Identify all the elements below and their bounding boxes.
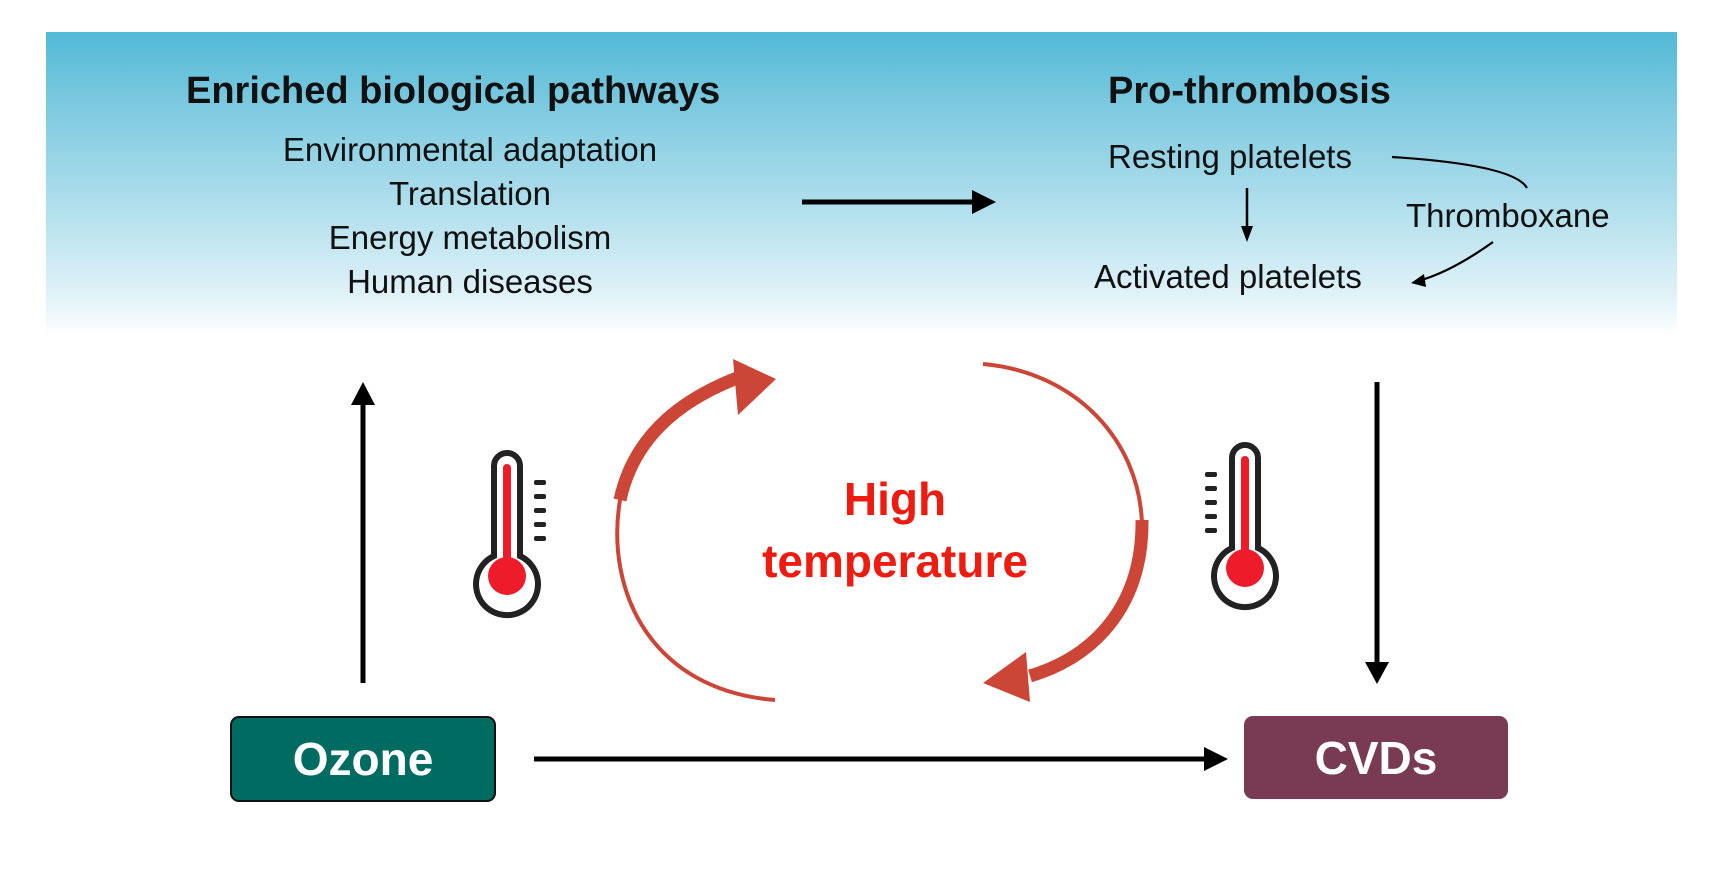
pathway-item: Human diseases: [347, 263, 593, 300]
pathways-heading: Enriched biological pathways: [186, 70, 721, 112]
activated-platelets-label: Activated platelets: [1094, 258, 1362, 295]
cvds-label: CVDs: [1314, 731, 1438, 784]
pathways-to-thrombosis-arrow: [802, 190, 996, 214]
thermometer-icon-left: [473, 450, 546, 619]
ozone-label: Ozone: [292, 733, 434, 785]
ozone-to-pathways-arrow: [351, 382, 375, 683]
resting-platelets-label: Resting platelets: [1108, 138, 1352, 175]
thromboxane-to-activated-arrow: [1411, 241, 1494, 287]
thrombosis-heading: Pro-thrombosis: [1108, 70, 1391, 112]
resting-to-thromboxane-curve: [1391, 155, 1528, 189]
resting-to-activated-arrow: [1241, 188, 1253, 242]
cycle-arrow-left: [613, 359, 776, 702]
pathway-banner: [46, 32, 1677, 336]
thermometer-icon-right: [1205, 442, 1279, 611]
high-temperature-label: High temperature: [720, 468, 1070, 592]
ozone-node: Ozone: [230, 716, 496, 802]
cycle-arrow-right: [982, 362, 1149, 702]
pathway-item: Translation: [388, 175, 552, 212]
thromboxane-label: Thromboxane: [1406, 197, 1610, 234]
ozone-to-cvds-arrow: [534, 747, 1228, 771]
high-temperature-line1: High: [843, 473, 947, 525]
pathway-item: Environmental adaptation: [282, 131, 658, 168]
thrombosis-to-cvds-arrow: [1365, 382, 1389, 684]
high-temperature-line2: temperature: [762, 535, 1028, 587]
cvds-node: CVDs: [1244, 716, 1508, 799]
pathway-item: Energy metabolism: [328, 219, 612, 256]
pathways-list: Environmental adaptation Translation Ene…: [250, 128, 690, 304]
